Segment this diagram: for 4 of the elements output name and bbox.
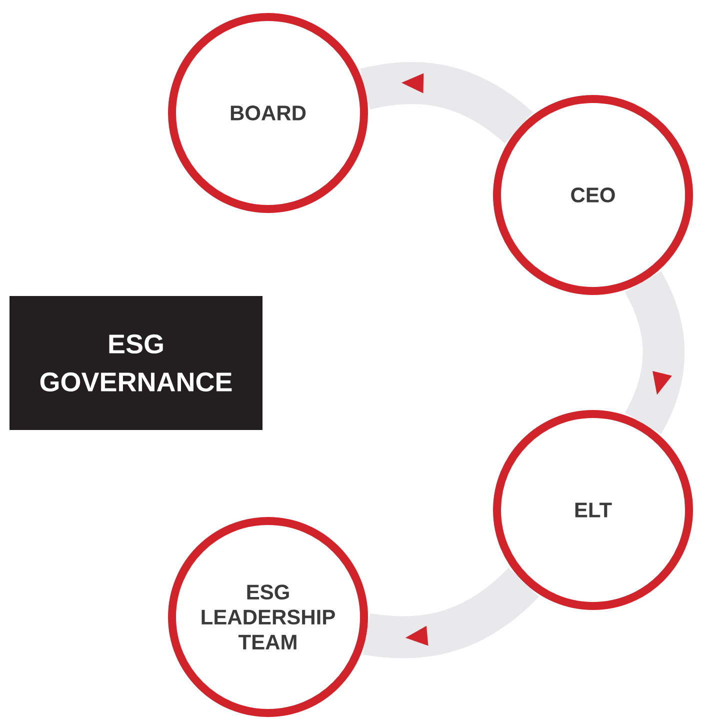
arrow — [360, 62, 532, 144]
arrow — [364, 567, 539, 658]
title-box: ESG GOVERNANCE — [10, 296, 262, 430]
arrow — [624, 272, 685, 434]
